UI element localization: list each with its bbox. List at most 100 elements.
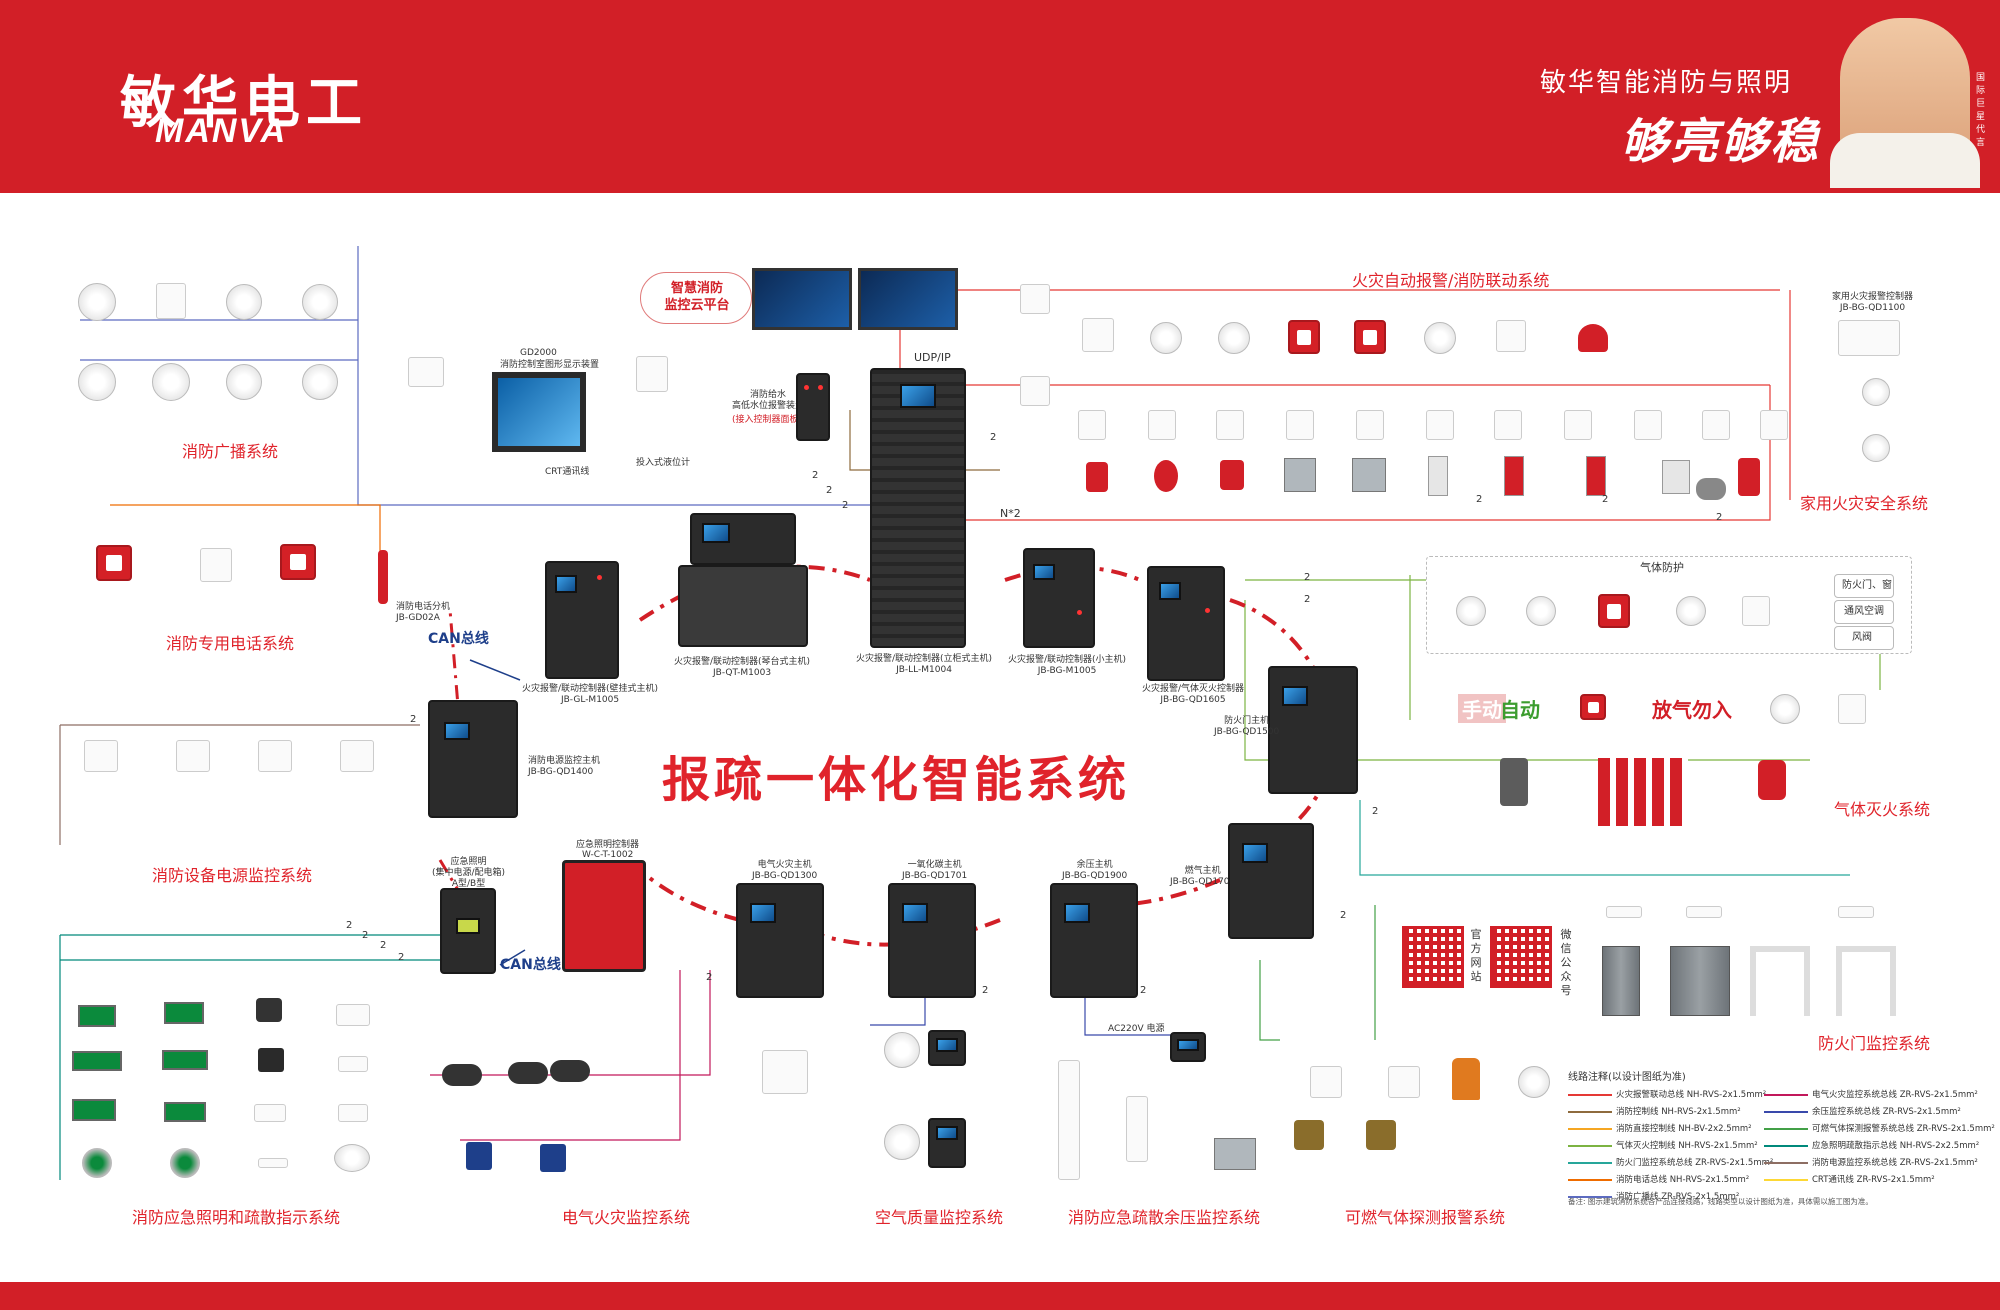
gas-cylinders-icon [1598,758,1688,826]
solenoid-valve-icon [1500,758,1528,806]
electric-detector-icon [762,1050,808,1094]
module-icon [1020,284,1050,314]
legend-swatch [1568,1195,1612,1198]
gd2000-desc: 消防控制室图形显示装置 [500,360,600,370]
speaker-icon [302,284,338,320]
gas-valve-icon [1294,1120,1324,1150]
fan-icon [1696,478,1726,500]
legend-swatch [1764,1110,1808,1113]
water-level-panel [796,373,830,441]
legend-swatch [1764,1127,1808,1130]
bus-mark: 2 [826,485,833,496]
flood-light-icon [258,1048,284,1072]
bus-mark: 2 [1716,512,1723,523]
air-quality-panel [928,1030,966,1066]
legend-swatch [1764,1178,1808,1181]
legend-text: 电气火灾监控系统总线 ZR-RVS-2x1.5mm² [1812,1090,1978,1100]
gd2000-display-terminal [492,372,586,452]
current-transformer-icon [508,1062,548,1084]
exit-sign-icon [164,1102,206,1122]
manual-alarm-button-icon [1288,320,1320,354]
emergency-light-controller [562,860,646,972]
phone-module-icon [200,548,232,582]
door-module-icon [1838,906,1874,918]
manual-alarm-button-icon [1598,594,1630,628]
module-icon [1564,410,1592,440]
floor-indicator-icon [82,1148,112,1178]
legend-item: 应急照明疏散指示总线 NH-RVS-2x2.5mm² [1764,1139,1979,1151]
legend-title: 线路注释(以设计图纸为准) [1568,1072,1686,1083]
bus-mark: 2 [1340,910,1347,921]
pressure-monitor-panel [1170,1032,1206,1062]
output-door-window [1834,574,1894,598]
phone-ext-label: 消防电话分机 JB-GD02A [396,602,451,623]
fire-damper-icon [1284,458,1316,492]
system-label-emergency-light: 消防应急照明和疏散指示系统 [132,1208,341,1227]
combustible-gas-host [1228,823,1314,939]
liquid-level-label: 投入式液位计 [636,458,691,468]
cabinet-fire-controller [870,368,966,648]
manual-alarm-button-icon [280,544,316,580]
emergency-lamp-icon [338,1056,368,1072]
home-fire-controller [1838,320,1900,356]
electric-detector-icon [540,1144,566,1172]
fire-door-host [1268,666,1358,794]
power-sensor-icon [258,740,292,772]
gas-detector-icon [1518,1066,1550,1098]
module-icon [1020,376,1050,406]
module-icon [1356,410,1384,440]
alarm-valve-icon [1738,458,1760,496]
pressure-monitor-host [1050,883,1138,998]
manual-alarm-button-icon [96,545,132,581]
sound-light-alarm-icon [1424,322,1456,354]
wall-fire-controller [545,561,619,679]
power-sensor-icon [340,740,374,772]
legend-swatch [1764,1144,1808,1147]
can-bus-label-2: CAN总线 [500,957,561,973]
udp-label: UDP/IP [914,351,951,364]
phone-handset-icon [378,550,388,604]
speaker-icon [226,284,262,320]
water-level-note: (接入控制器面板) [732,415,803,425]
speaker-icon [152,363,190,401]
emergency-lamp-icon [336,1004,370,1026]
module-icon [1496,320,1526,352]
cabinet-panel-label: 火灾报警/联动控制器(立柜式主机) JB-LL-M1004 [856,654,993,675]
door-host-label: 防火门主机 JB-BG-QD1500 [1214,716,1280,737]
legend-item: 余压监控系统总线 ZR-RVS-2x1.5mm² [1764,1105,1961,1117]
system-label-pressure: 消防应急疏散余压监控系统 [1068,1208,1261,1227]
module-icon [1286,410,1314,440]
door-module-icon [1686,906,1722,918]
gas-extinguish-controller [1147,566,1225,681]
bus-mark: 2 [982,985,989,996]
current-transformer-icon [442,1064,482,1086]
broadcast-module-icon [408,357,444,387]
emergency-power-cabinet [440,888,496,974]
floor-indicator-icon [170,1148,200,1178]
spokesperson-portrait [1830,18,1980,188]
bus-mark: 2 [362,930,369,941]
module-icon [1426,410,1454,440]
small-fire-controller [1023,548,1095,648]
gas-host-label: 燃气主机 JB-BG-QD1700 [1170,866,1236,887]
system-label-fire-alarm: 火灾自动报警/消防联动系统 [1352,271,1550,290]
legend-item: 消防电话总线 NH-RVS-2x1.5mm² [1568,1173,1749,1185]
bus-mark: 2 [842,500,849,511]
legend-text: 火灾报警联动总线 NH-RVS-2x1.5mm² [1616,1090,1767,1100]
gd2000-title: GD2000 [520,348,557,358]
output-door-window-label: 防火门、窗 [1842,580,1892,591]
module-icon [1760,410,1788,440]
power-sensor-icon [176,740,210,772]
bus-mark: 2 [1372,806,1379,817]
pressure-host-label: 余压主机 JB-BG-QD1900 [1062,860,1128,881]
module-icon [1148,410,1176,440]
bus-mark: 2 [706,972,713,983]
fire-damper-icon [1352,458,1386,492]
legend-item: 可燃气体探测报警系统总线 ZR-RVS-2x1.5mm² [1764,1122,1995,1134]
legend-text: 气体灭火控制线 NH-RVS-2x1.5mm² [1616,1141,1758,1151]
exit-sign-icon [78,1005,116,1027]
bus-mark: 2 [398,952,405,963]
current-transformer-icon [550,1060,590,1082]
legend-item: 消防控制线 NH-RVS-2x1.5mm² [1568,1105,1741,1117]
legend-swatch [1568,1093,1612,1096]
